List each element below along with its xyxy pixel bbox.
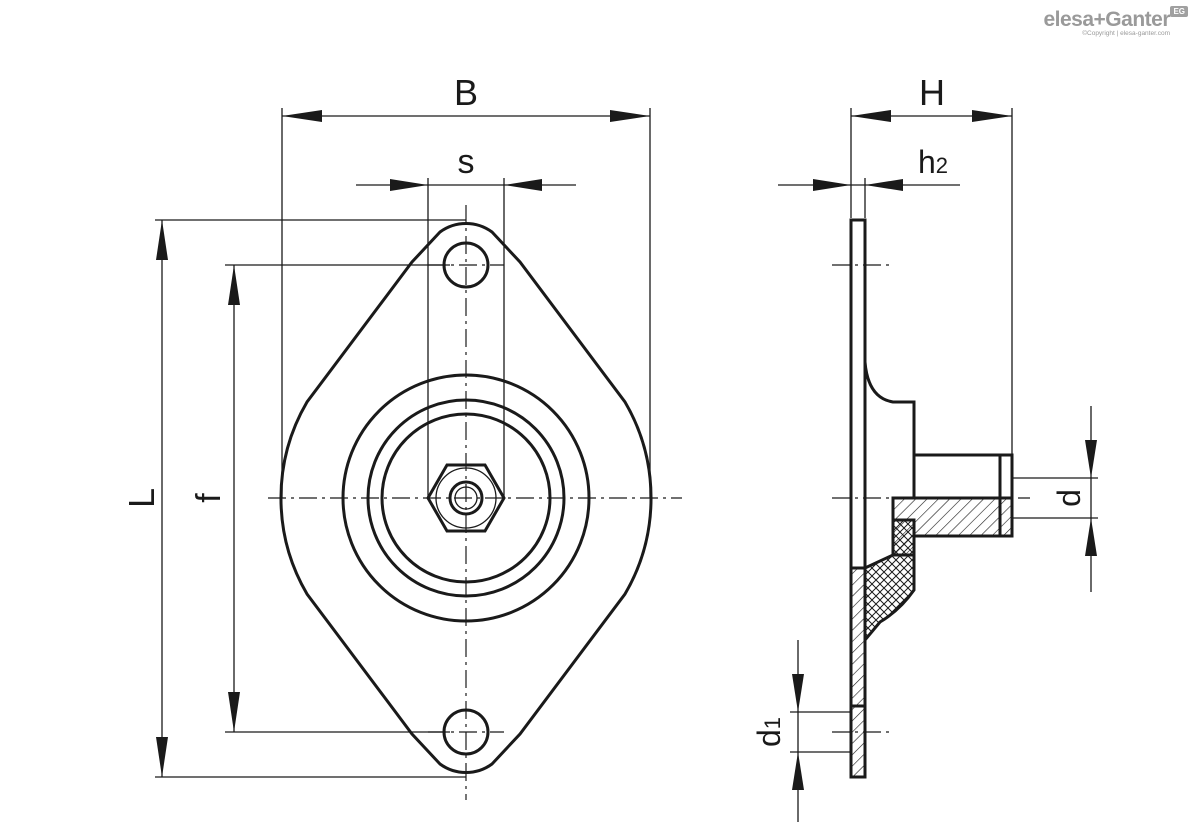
dim-arrow-b-left: [282, 110, 322, 122]
dim-arrow-d1-bottom: [792, 752, 804, 790]
brand-name: elesa+Ganter: [1043, 8, 1170, 31]
dim-arrow-h2-left: [813, 179, 851, 191]
brand-badge: EG: [1170, 6, 1188, 17]
dim-label-h2-base: h: [918, 144, 936, 180]
rubber-middle-ring: [366, 398, 566, 598]
dim-label-d1-base: d: [751, 729, 787, 747]
hex-nut-chamfer: [435, 467, 497, 529]
dim-arrow-h2-right: [865, 179, 903, 191]
dim-label-b: B: [454, 72, 478, 113]
dim-arrow-s-left: [390, 179, 428, 191]
rubber-body-upper: [863, 361, 1014, 498]
dim-label-d1: d1: [751, 717, 787, 747]
dim-arrow-s-right: [504, 179, 542, 191]
threaded-stud-core: [454, 486, 478, 510]
threaded-stud: [448, 480, 484, 516]
side-view: H h2 d d1: [751, 72, 1098, 822]
base-plate-upper: [849, 218, 867, 570]
rubber-outer-ring: [341, 373, 591, 623]
dim-label-h: H: [919, 72, 945, 113]
dim-arrow-h-right: [972, 110, 1012, 122]
dim-arrow-f-bottom: [228, 692, 240, 732]
brand-copyright: ©Copyright | elesa-ganter.com: [1082, 30, 1170, 37]
dim-label-f: f: [190, 493, 228, 503]
metal-insert-section: [891, 496, 1014, 557]
dim-label-d: d: [1051, 489, 1087, 507]
base-plate-section: [849, 566, 867, 779]
dim-label-d1-sub: 1: [760, 717, 785, 729]
dim-arrow-l-top: [156, 220, 168, 260]
dim-arrow-h-left: [851, 110, 891, 122]
dim-arrow-d-bottom: [1085, 518, 1097, 556]
brand-logo: elesa+Ganter EG ©Copyright | elesa-gante…: [1043, 6, 1188, 37]
dim-arrow-f-top: [228, 265, 240, 305]
dim-label-h2: h2: [918, 144, 948, 180]
dim-label-l: L: [121, 488, 162, 508]
rubber-inner-ring: [380, 412, 552, 584]
dim-arrow-d-top: [1085, 440, 1097, 478]
flange-outline: [279, 222, 653, 774]
dim-label-h2-sub: 2: [936, 153, 948, 178]
dim-arrow-d1-top: [792, 674, 804, 712]
front-view: B s L f: [121, 72, 682, 800]
dim-arrow-l-bottom: [156, 737, 168, 777]
dim-label-s: s: [458, 143, 475, 181]
dim-arrow-b-right: [610, 110, 650, 122]
